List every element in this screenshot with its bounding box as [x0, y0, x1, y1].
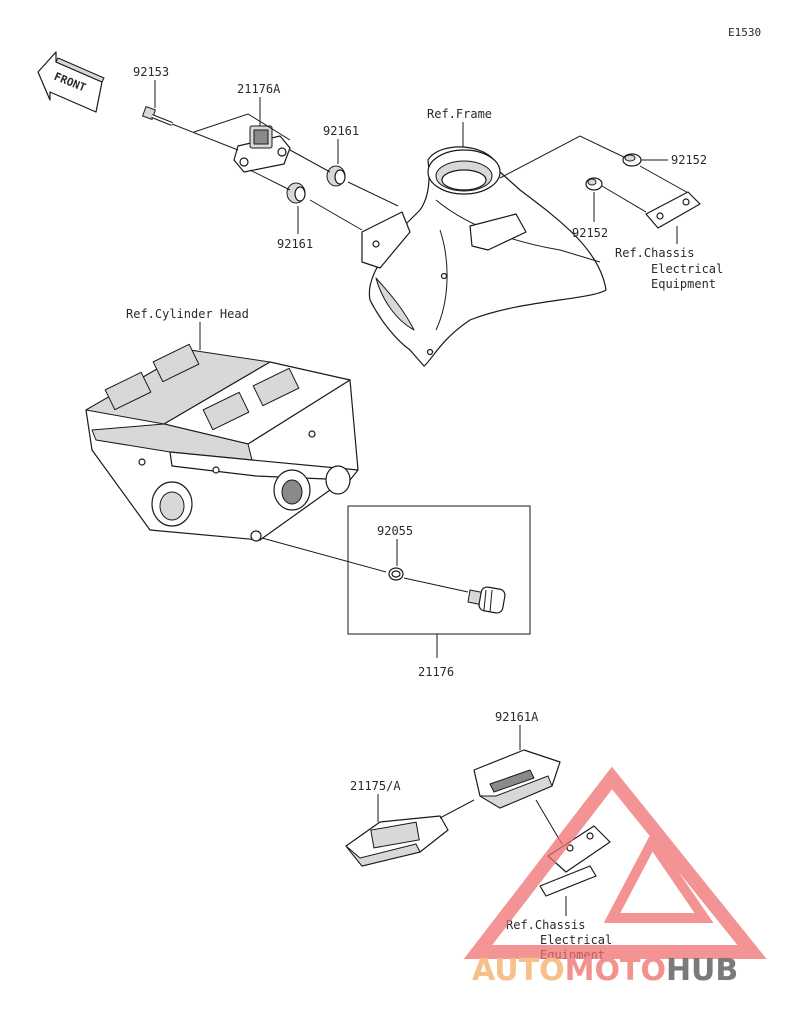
- label-92152-upper: 92152: [671, 153, 707, 167]
- frame-part: [361, 146, 607, 367]
- watermark-part-moto: MOTO: [565, 953, 666, 988]
- grommet-92161-lower: [286, 182, 306, 204]
- label-ref-frame: Ref.Frame: [427, 107, 492, 121]
- temp-sensor-callout: [261, 505, 531, 658]
- label-92161-lower: 92161: [277, 237, 313, 251]
- watermark-part-auto: AUTO: [472, 953, 565, 988]
- bolt-92152-lower: [585, 177, 603, 191]
- label-21176: 21176: [418, 665, 454, 679]
- bracket-chassis-upper: [645, 191, 701, 229]
- sensor-21176A: [233, 125, 291, 173]
- automotohub-logo-icon: [463, 766, 767, 959]
- grommet-92161-upper: [326, 165, 346, 187]
- label-92055: 92055: [377, 524, 413, 538]
- bolt-92152-upper: [622, 153, 642, 167]
- label-ref2-chassis-1: Ref.Chassis: [506, 918, 585, 932]
- label-92153: 92153: [133, 65, 169, 79]
- unit-21175A: [345, 815, 449, 867]
- sensor-21176: [467, 586, 506, 614]
- bracket-chassis-lower: [539, 825, 611, 897]
- label-ref-chassis-2: Electrical: [651, 262, 723, 276]
- watermark-part-hub: HUB: [666, 953, 738, 988]
- label-21176A: 21176A: [237, 82, 281, 96]
- cylinder-head: [85, 343, 359, 542]
- label-ref-chassis-1: Ref.Chassis: [615, 246, 694, 260]
- front-arrow-icon: FRONT: [37, 51, 105, 113]
- cover-92161A: [473, 749, 561, 809]
- label-ref-chassis-3: Equipment: [651, 277, 716, 291]
- label-92161A: 92161A: [495, 710, 539, 724]
- bolt-92153: [142, 106, 173, 126]
- label-ref-cylinder-head: Ref.Cylinder Head: [126, 307, 249, 321]
- label-92161-upper: 92161: [323, 124, 359, 138]
- diagram-code: E1530: [728, 26, 761, 39]
- watermark-text: AUTOMOTOHUB: [472, 953, 738, 988]
- label-92152-lower: 92152: [572, 226, 608, 240]
- label-21175A: 21175/A: [350, 779, 401, 793]
- label-ref2-chassis-2: Electrical: [540, 933, 612, 947]
- washer-92055: [388, 567, 404, 581]
